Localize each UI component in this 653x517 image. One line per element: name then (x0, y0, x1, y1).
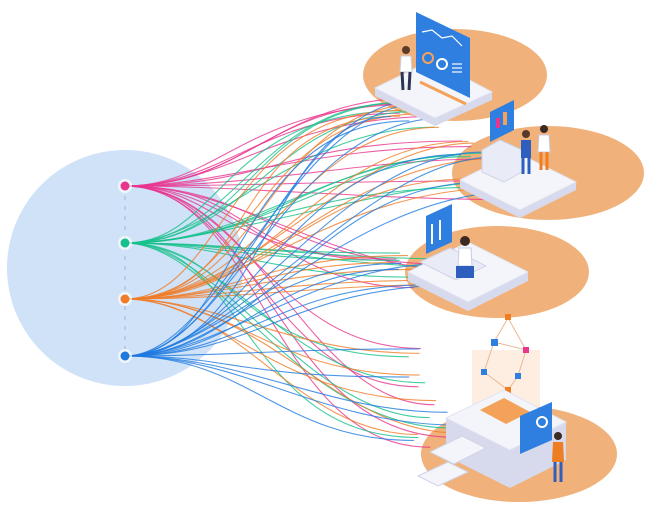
data-server-station (416, 314, 568, 488)
server-core (480, 398, 530, 424)
monitor-lines-icon (431, 220, 441, 244)
dashboard-ring-icon (436, 58, 448, 70)
analyst-legs-icon (539, 152, 549, 170)
flow-line-blue (124, 101, 428, 357)
flow-line-blue (124, 355, 460, 426)
flow-line-orange (124, 298, 459, 434)
server-drawer (428, 435, 488, 465)
flow-line-green (124, 242, 419, 439)
dashboard-grid-icon (452, 63, 462, 73)
node-cube-icon (491, 339, 498, 346)
flow-line-green (124, 242, 400, 261)
collaboration-station (458, 100, 578, 218)
flow-line-pink (124, 185, 455, 438)
source-node-green (120, 238, 130, 248)
engineer-legs-icon (553, 462, 563, 482)
flow-line-orange (124, 103, 424, 300)
server-drawer (416, 461, 470, 487)
flow-line-green (124, 242, 409, 358)
seated-analyst-body-icon (457, 247, 473, 267)
seated-analyst-head-icon (460, 236, 470, 246)
flow-line-blue (124, 181, 481, 357)
analyst-head-icon (540, 125, 548, 133)
node-cube-icon (505, 314, 511, 320)
node-cube-icon (523, 347, 529, 353)
flow-line-pink (124, 180, 469, 187)
colleague-head-icon (522, 130, 530, 138)
dashboard-donut-icon (422, 52, 434, 64)
flow-line-blue (124, 284, 428, 357)
flow-line-green (124, 110, 403, 244)
analyst-body-icon (537, 134, 551, 153)
source-node-pink (120, 181, 130, 191)
source-node-blue (120, 351, 130, 361)
server-panel (520, 402, 552, 454)
dashboard-base-bar (419, 80, 467, 106)
flow-line-pink (124, 158, 491, 187)
flow-line-blue (124, 120, 410, 357)
flow-line-blue (124, 355, 448, 413)
flow-line-blue (124, 268, 399, 357)
flow-line-pink (124, 96, 425, 187)
node-cube-icon (515, 373, 521, 379)
flow-line-pink (124, 146, 472, 187)
platform-side (460, 180, 576, 218)
flow-line-green (124, 242, 430, 419)
panel-ring-icon (536, 416, 548, 428)
platform-side (375, 88, 492, 126)
dashboard-screen (416, 12, 470, 98)
flow-line-blue (124, 355, 414, 441)
flow-line-green (124, 156, 471, 244)
engineer-head-icon (554, 432, 562, 440)
colleague-body-icon (521, 140, 531, 158)
presenter-body-icon (399, 55, 413, 73)
data-flow-lines (124, 96, 515, 448)
flow-line-blue (124, 355, 410, 378)
flow-line-orange (124, 115, 400, 300)
node-cube-icon (505, 387, 511, 393)
flow-line-blue (124, 283, 468, 357)
server-side (446, 418, 566, 488)
dashboard-chart-line (421, 29, 463, 47)
desk-analysis-station (406, 204, 530, 311)
chair-icon (456, 266, 474, 278)
flow-line-blue (124, 151, 482, 357)
flow-line-green (124, 242, 453, 429)
flow-line-orange (124, 186, 510, 300)
platform-side (408, 272, 528, 311)
presenter-head-icon (402, 46, 410, 54)
flow-line-orange (124, 113, 422, 300)
flow-line-green (124, 110, 419, 244)
flow-line-orange (124, 142, 474, 300)
flow-line-blue (124, 348, 420, 357)
flow-line-orange (124, 298, 418, 436)
chart-board (490, 100, 514, 142)
flow-line-orange (124, 178, 471, 300)
flow-line-pink (124, 185, 435, 406)
presenter-legs-icon (400, 71, 412, 91)
flow-line-blue (124, 263, 443, 357)
source-nodes (118, 179, 132, 363)
engineer-body-icon (552, 442, 564, 462)
network-lines (483, 317, 528, 391)
flow-line-orange (124, 109, 401, 300)
colleague-legs-icon (521, 158, 531, 174)
flow-line-green (124, 242, 426, 384)
flow-line-pink (124, 185, 431, 448)
flow-line-pink (124, 185, 397, 260)
chart-bar-icon (503, 112, 507, 125)
analyst-dashboard-station (373, 12, 494, 126)
flow-line-blue (124, 191, 515, 357)
chart-bar-icon (496, 118, 500, 128)
node-cube-icon (481, 369, 487, 375)
flow-line-pink (124, 185, 414, 289)
source-node-orange (120, 294, 130, 304)
